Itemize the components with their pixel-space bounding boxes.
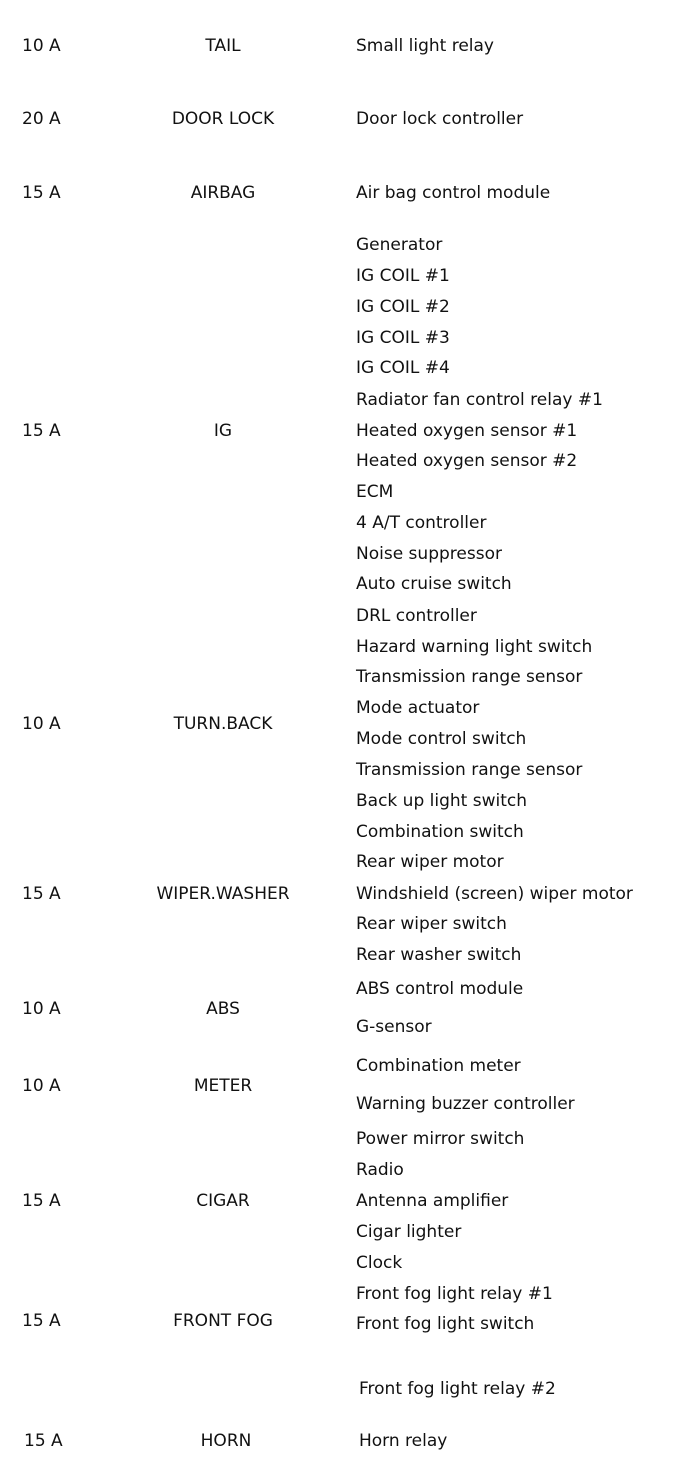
fuse-name: HORN	[200, 1431, 252, 1451]
fuse-circuit: Front fog light relay #1	[356, 1284, 553, 1304]
fuse-name: CIGAR	[196, 1191, 250, 1211]
fuse-name: IG	[213, 421, 233, 441]
fuse-circuit: Rear wiper switch	[356, 914, 507, 934]
fuse-amperage: 15 A	[22, 183, 61, 203]
fuse-amperage: 15 A	[22, 421, 61, 441]
fuse-name: ABS	[206, 999, 240, 1019]
fuse-circuit: Mode actuator	[356, 698, 480, 718]
fuse-circuit: Transmission range sensor	[356, 760, 583, 780]
fuse-circuit: IG COIL #1	[356, 266, 450, 286]
fuse-circuit: IG COIL #3	[356, 328, 450, 348]
fuse-name: TURN.BACK	[173, 714, 273, 734]
fuse-circuit: Radio	[356, 1160, 404, 1180]
fuse-circuit: Combination meter	[356, 1056, 521, 1076]
fuse-circuit: Mode control switch	[356, 729, 527, 749]
fuse-circuit: ABS control module	[356, 979, 524, 999]
fuse-amperage: 10 A	[22, 999, 61, 1019]
fuse-circuit: Hazard warning light switch	[356, 637, 593, 657]
fuse-circuit: Rear wiper motor	[356, 852, 504, 872]
fuse-circuit: Back up light switch	[356, 791, 527, 811]
fuse-circuit: Noise suppressor	[356, 544, 502, 564]
fuse-circuit: Warning buzzer controller	[356, 1094, 575, 1114]
fuse-circuit: IG COIL #4	[356, 358, 450, 378]
fuse-amperage: 10 A	[22, 1076, 61, 1096]
fuse-circuit: Front fog light relay #2	[359, 1379, 556, 1399]
fuse-circuit: Heated oxygen sensor #1	[356, 421, 578, 441]
fuse-circuit: Door lock controller	[356, 109, 524, 129]
fuse-name: DOOR LOCK	[171, 109, 275, 129]
fuse-name: AIRBAG	[190, 183, 256, 203]
fuse-circuit: Air bag control module	[356, 183, 551, 203]
fuse-name: FRONT FOG	[173, 1311, 273, 1331]
fuse-amperage: 15 A	[22, 1311, 61, 1331]
fuse-circuit: Small light relay	[356, 36, 494, 56]
fuse-name: TAIL	[205, 36, 241, 56]
fuse-name: WIPER.WASHER	[156, 884, 290, 904]
fuse-circuit: Generator	[356, 235, 443, 255]
fuse-circuit: Windshield (screen) wiper motor	[356, 884, 633, 904]
fuse-circuit: Cigar lighter	[356, 1222, 462, 1242]
fuse-circuit: IG COIL #2	[356, 297, 450, 317]
fuse-circuit: Clock	[356, 1253, 403, 1273]
fuse-circuit: ECM	[356, 482, 394, 502]
fuse-circuit: Radiator fan control relay #1	[356, 390, 603, 410]
fuse-amperage: 15 A	[22, 1191, 61, 1211]
fuse-circuit: DRL controller	[356, 606, 477, 626]
fuse-amperage: 15 A	[22, 884, 61, 904]
fuse-amperage: 20 A	[22, 109, 61, 129]
fuse-circuit: Front fog light switch	[356, 1314, 535, 1334]
fuse-circuit: Horn relay	[359, 1431, 448, 1451]
fuse-circuit: 4 A/T controller	[356, 513, 487, 533]
fuse-circuit: Auto cruise switch	[356, 574, 512, 594]
fuse-circuit: Heated oxygen sensor #2	[356, 451, 578, 471]
fuse-circuit: G-sensor	[356, 1017, 432, 1037]
fuse-circuit: Antenna amplifier	[356, 1191, 509, 1211]
fuse-circuit: Rear washer switch	[356, 945, 522, 965]
fuse-amperage: 15 A	[24, 1431, 63, 1451]
fuse-amperage: 10 A	[22, 714, 61, 734]
fuse-name: METER	[193, 1076, 253, 1096]
fuse-circuit: Combination switch	[356, 822, 524, 842]
fuse-circuit: Transmission range sensor	[356, 667, 583, 687]
fuse-circuit: Power mirror switch	[356, 1129, 525, 1149]
fuse-amperage: 10 A	[22, 36, 61, 56]
